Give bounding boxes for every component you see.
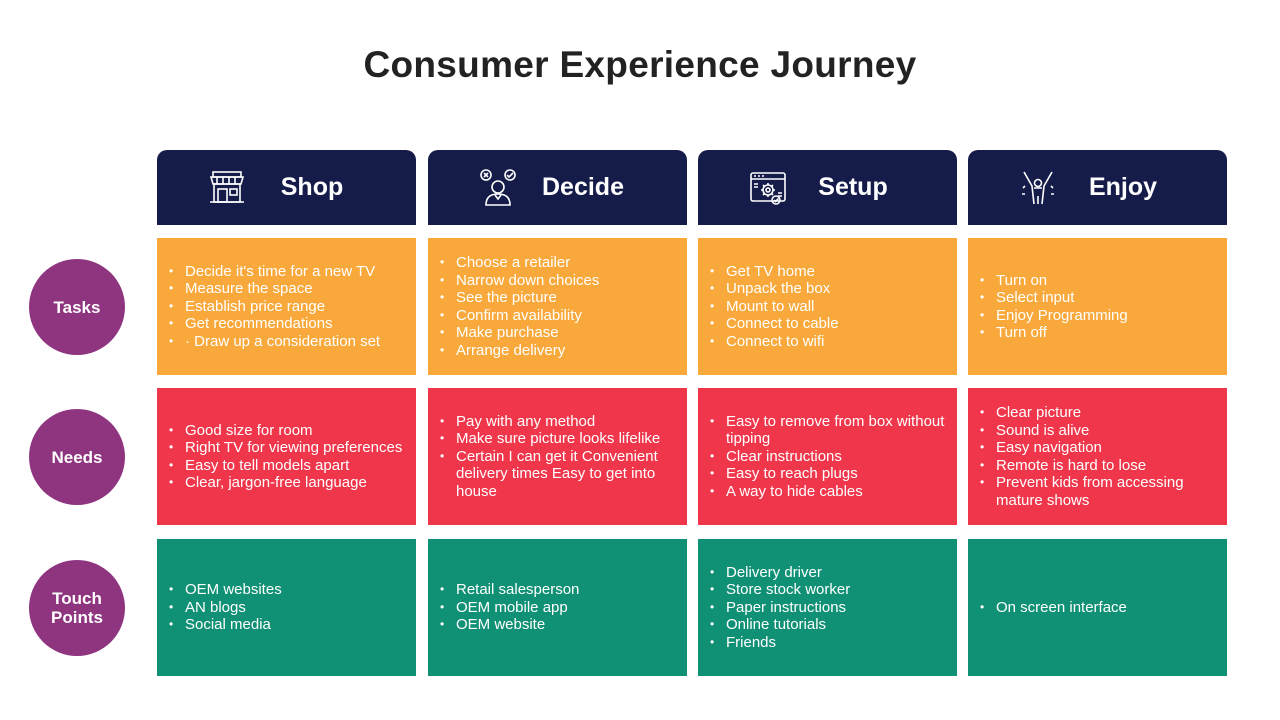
needs-cell-enjoy: Clear picture Sound is alive Easy naviga… — [968, 388, 1227, 525]
bullet-list: Delivery driver Store stock worker Paper… — [710, 564, 949, 652]
tasks-cell-setup: Get TV home Unpack the box Mount to wall… — [698, 238, 957, 375]
list-item: Decide it's time for a new TV — [169, 263, 408, 281]
bullet-list: Easy to remove from box without tipping … — [710, 413, 949, 501]
list-item: Arrange delivery — [440, 342, 679, 360]
list-item: Make purchase — [440, 324, 679, 342]
list-item: Easy to tell models apart — [169, 457, 408, 475]
list-item: AN blogs — [169, 599, 408, 617]
list-item: Easy to reach plugs — [710, 465, 949, 483]
list-item: Measure the space — [169, 280, 408, 298]
list-item: Social media — [169, 616, 408, 634]
bullet-list: Get TV home Unpack the box Mount to wall… — [710, 263, 949, 351]
page-title: Consumer Experience Journey — [363, 44, 917, 85]
bullet-list: Good size for room Right TV for viewing … — [169, 422, 408, 492]
list-item: Make sure picture looks lifelike — [440, 430, 679, 448]
list-item: Paper instructions — [710, 599, 949, 617]
list-item: Unpack the box — [710, 280, 949, 298]
list-item: Establish price range — [169, 298, 408, 316]
list-item: Clear, jargon-free language — [169, 474, 408, 492]
list-item: Confirm availability — [440, 307, 679, 325]
bullet-list: Choose a retailer Narrow down choices Se… — [440, 254, 679, 360]
list-item: OEM mobile app — [440, 599, 679, 617]
column-header-shop: Shop — [157, 150, 416, 225]
needs-cell-setup: Easy to remove from box without tipping … — [698, 388, 957, 525]
column-header-enjoy: Enjoy — [968, 150, 1227, 225]
list-item: On screen interface — [980, 599, 1219, 617]
list-item: Pay with any method — [440, 413, 679, 431]
needs-cell-shop: Good size for room Right TV for viewing … — [157, 388, 416, 525]
needs-cell-decide: Pay with any method Make sure picture lo… — [428, 388, 687, 525]
tasks-cell-decide: Choose a retailer Narrow down choices Se… — [428, 238, 687, 375]
column-label: Decide — [542, 173, 624, 201]
person-decision-icon — [480, 169, 516, 206]
list-item: A way to hide cables — [710, 483, 949, 501]
bullet-list: Pay with any method Make sure picture lo… — [440, 413, 679, 501]
list-item: Get TV home — [710, 263, 949, 281]
list-item: Choose a retailer — [440, 254, 679, 272]
row-label-needs: Needs — [29, 409, 125, 505]
tasks-cell-enjoy: Turn on Select input Enjoy Programming T… — [968, 238, 1227, 375]
list-item: Turn on — [980, 272, 1219, 290]
touch-points-cell-decide: Retail salesperson OEM mobile app OEM we… — [428, 539, 687, 676]
list-item: Prevent kids from accessing mature shows — [980, 474, 1219, 509]
touch-points-cell-enjoy: On screen interface — [968, 539, 1227, 676]
list-item: Remote is hard to lose — [980, 457, 1219, 475]
bullet-list: Clear picture Sound is alive Easy naviga… — [980, 404, 1219, 509]
list-item: Retail salesperson — [440, 581, 679, 599]
row-label-tasks: Tasks — [29, 259, 125, 355]
list-item: Select input — [980, 289, 1219, 307]
settings-window-icon — [750, 172, 786, 205]
list-item: Clear picture — [980, 404, 1219, 422]
list-item: Delivery driver — [710, 564, 949, 582]
touch-points-cell-setup: Delivery driver Store stock worker Paper… — [698, 539, 957, 676]
list-item: Online tutorials — [710, 616, 949, 634]
list-item: Connect to wifi — [710, 333, 949, 351]
list-item: Turn off — [980, 324, 1219, 342]
bullet-list: On screen interface — [980, 599, 1219, 617]
list-item: Easy to remove from box without tipping — [710, 413, 949, 448]
row-label-text: Touch Points — [51, 589, 103, 627]
bullet-list: Turn on Select input Enjoy Programming T… — [980, 272, 1219, 342]
list-item: Friends — [710, 634, 949, 652]
list-item: Get recommendations — [169, 315, 408, 333]
column-label: Enjoy — [1088, 173, 1158, 201]
list-item: OEM websites — [169, 581, 408, 599]
touch-points-cell-shop: OEM websites AN blogs Social media — [157, 539, 416, 676]
column-label: Shop — [280, 173, 344, 201]
celebrating-person-icon — [1022, 171, 1054, 205]
list-item: Mount to wall — [710, 298, 949, 316]
list-item: See the picture — [440, 289, 679, 307]
list-item: Certain I can get it Convenient delivery… — [440, 448, 679, 501]
bullet-list: Retail salesperson OEM mobile app OEM we… — [440, 581, 679, 634]
column-header-setup: Setup — [698, 150, 957, 225]
storefront-icon — [209, 171, 245, 203]
list-item: Easy navigation — [980, 439, 1219, 457]
row-label-touch-points: Touch Points — [29, 560, 125, 656]
bullet-list: OEM websites AN blogs Social media — [169, 581, 408, 634]
list-item: Clear instructions — [710, 448, 949, 466]
list-item: Store stock worker — [710, 581, 949, 599]
column-header-decide: Decide — [428, 150, 687, 225]
list-item: · Draw up a consideration set — [169, 333, 408, 351]
list-item: Good size for room — [169, 422, 408, 440]
tasks-cell-shop: Decide it's time for a new TV Measure th… — [157, 238, 416, 375]
list-item: Right TV for viewing preferences — [169, 439, 408, 457]
list-item: Enjoy Programming — [980, 307, 1219, 325]
list-item: OEM website — [440, 616, 679, 634]
bullet-list: Decide it's time for a new TV Measure th… — [169, 263, 408, 351]
row-label-text: Needs — [51, 447, 103, 467]
column-label: Setup — [818, 173, 888, 201]
list-item: Sound is alive — [980, 422, 1219, 440]
row-label-text: Tasks — [53, 297, 101, 317]
list-item: Narrow down choices — [440, 272, 679, 290]
list-item: Connect to cable — [710, 315, 949, 333]
